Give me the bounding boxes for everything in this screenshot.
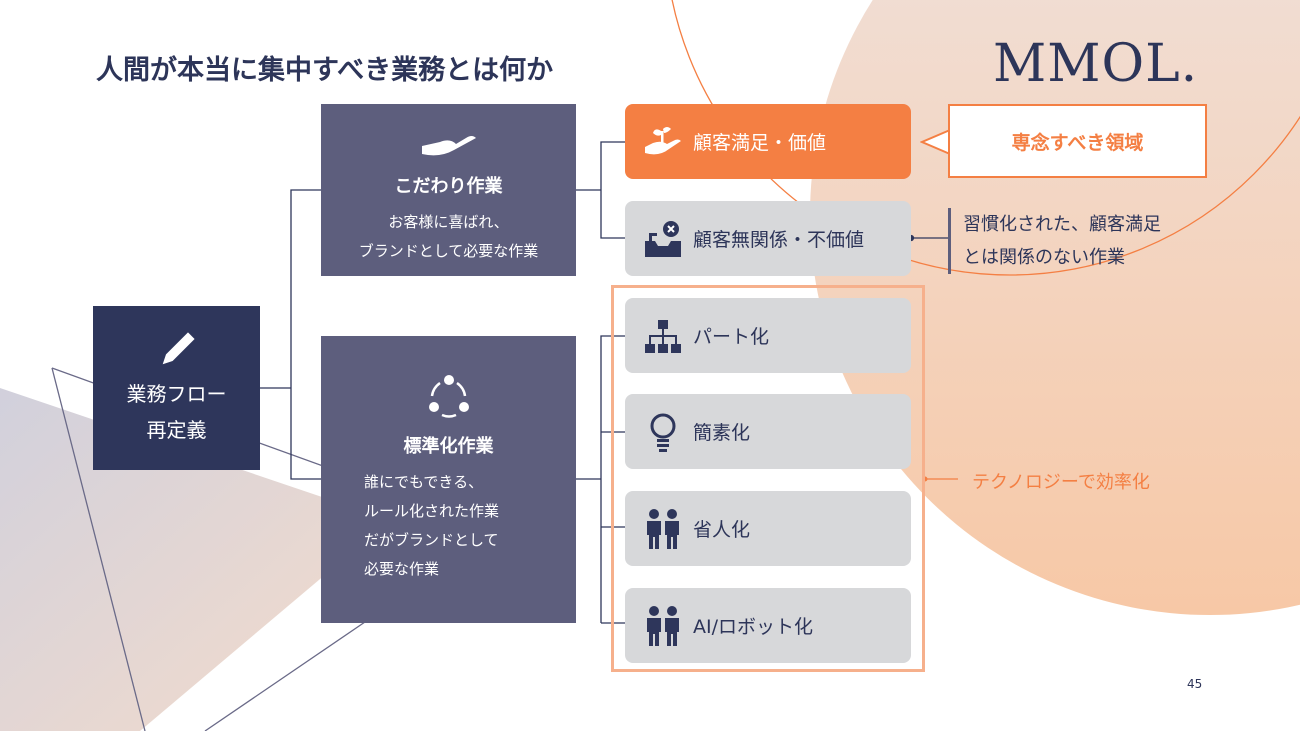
note-line-1: 習慣化された、顧客満足 (963, 214, 1161, 235)
standard-title: 標準化作業 (403, 436, 494, 457)
leaf-label: AI/ロボット化 (693, 616, 814, 638)
inbox-x-icon (645, 220, 681, 257)
root-label-2: 再定義 (146, 418, 207, 442)
leaf-label: 簡素化 (693, 422, 751, 444)
leaf-labor-saving: 省人化 (625, 491, 911, 566)
lightbulb-icon (650, 413, 676, 452)
technology-group-frame (611, 285, 925, 672)
focus-area-callout: 専念すべき領域 (948, 104, 1207, 178)
kodawari-desc-1: お客様に喜ばれ、 (388, 213, 509, 231)
root-box-workflow-redefine: 業務フロー 再定義 (93, 306, 260, 470)
note-line-2: とは関係のない作業 (963, 247, 1125, 268)
root-label-1: 業務フロー (126, 382, 227, 406)
kodawari-box: こだわり作業 お客様に喜ばれ、 ブランドとして必要な作業 (321, 104, 576, 276)
leaf-label: 顧客満足・価値 (693, 132, 827, 154)
leaf-non-value: 顧客無関係・不価値 (625, 201, 911, 276)
leaf-label: 省人化 (693, 519, 751, 541)
people-icon (647, 508, 679, 549)
leaf-customer-value: 顧客満足・価値 (625, 104, 911, 179)
logo: MMOL. (993, 34, 1199, 94)
standard-desc-3: だがブランドとして (364, 531, 499, 549)
kodawari-title: こだわり作業 (394, 176, 503, 197)
leaf-simplify: 簡素化 (625, 394, 911, 469)
kodawari-desc-2: ブランドとして必要な作業 (358, 242, 539, 260)
leaf-label: パート化 (693, 326, 770, 348)
standard-desc-1: 誰にでもできる、 (364, 473, 484, 491)
hand-icon (421, 136, 476, 156)
cycle-icon (428, 375, 469, 418)
callout-pointer (920, 129, 951, 155)
people-icon (647, 605, 679, 646)
technology-label: テクノロジーで効率化 (972, 472, 1150, 493)
standard-desc-2: ルール化された作業 (364, 502, 500, 520)
leaf-ai-robot: AI/ロボット化 (625, 588, 911, 663)
leaf-part-time: パート化 (625, 298, 911, 373)
standard-box: 標準化作業 誰にでもできる、 ルール化された作業 だがブランドとして 必要な作業 (321, 336, 576, 623)
leaf-label: 顧客無関係・不価値 (693, 229, 865, 251)
page-number: 45 (1187, 677, 1203, 691)
non-value-note: 習慣化された、顧客満足 とは関係のない作業 (948, 208, 1161, 274)
page-title: 人間が本当に集中すべき業務とは何か (96, 55, 554, 86)
standard-desc-4: 必要な作業 (364, 560, 440, 578)
org-chart-icon (645, 319, 681, 353)
hand-plant-icon (645, 126, 681, 154)
pencil-icon (162, 332, 195, 365)
